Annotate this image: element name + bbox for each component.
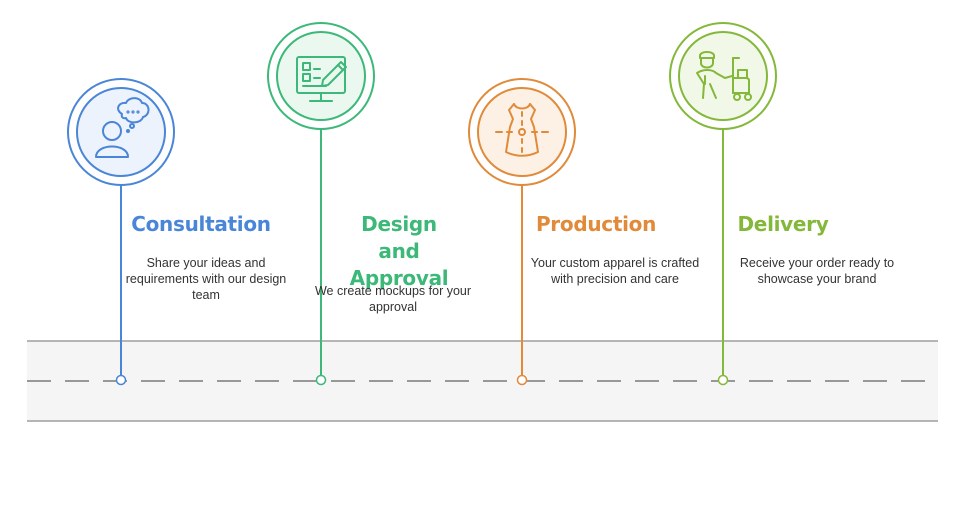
step-delivery bbox=[669, 22, 777, 386]
step-consultation bbox=[67, 78, 175, 386]
monitor-design-pencil-icon bbox=[296, 56, 347, 102]
step-production bbox=[468, 78, 576, 386]
step-title-production: Production bbox=[535, 212, 657, 236]
step-description-delivery: Receive your order ready to showcase you… bbox=[739, 256, 895, 286]
delivery-worker-cart-icon bbox=[696, 51, 752, 101]
step-title-delivery: Delivery bbox=[737, 212, 829, 236]
consultation-person-chat-icon bbox=[95, 97, 150, 158]
step-description-consultation: Share your ideas and requirements with o… bbox=[125, 256, 287, 302]
step-inner-circle bbox=[276, 31, 366, 121]
step-description-production: Your custom apparel is crafted with prec… bbox=[530, 256, 700, 286]
step-road-marker bbox=[115, 374, 127, 386]
step-title-text: Design and Approval bbox=[349, 212, 449, 290]
step-design-and-approval bbox=[267, 22, 375, 386]
step-road-marker bbox=[315, 374, 327, 386]
step-description-design-and-approval: We create mockups for your approval bbox=[314, 284, 472, 314]
step-title-consultation: Consultation bbox=[131, 212, 271, 236]
step-title-design-and-approval: Design and Approval bbox=[299, 211, 499, 292]
step-road-marker bbox=[717, 374, 729, 386]
step-road-marker bbox=[516, 374, 528, 386]
dress-mannequin-icon bbox=[495, 103, 549, 157]
step-inner-circle bbox=[477, 87, 567, 177]
road bbox=[27, 341, 938, 421]
